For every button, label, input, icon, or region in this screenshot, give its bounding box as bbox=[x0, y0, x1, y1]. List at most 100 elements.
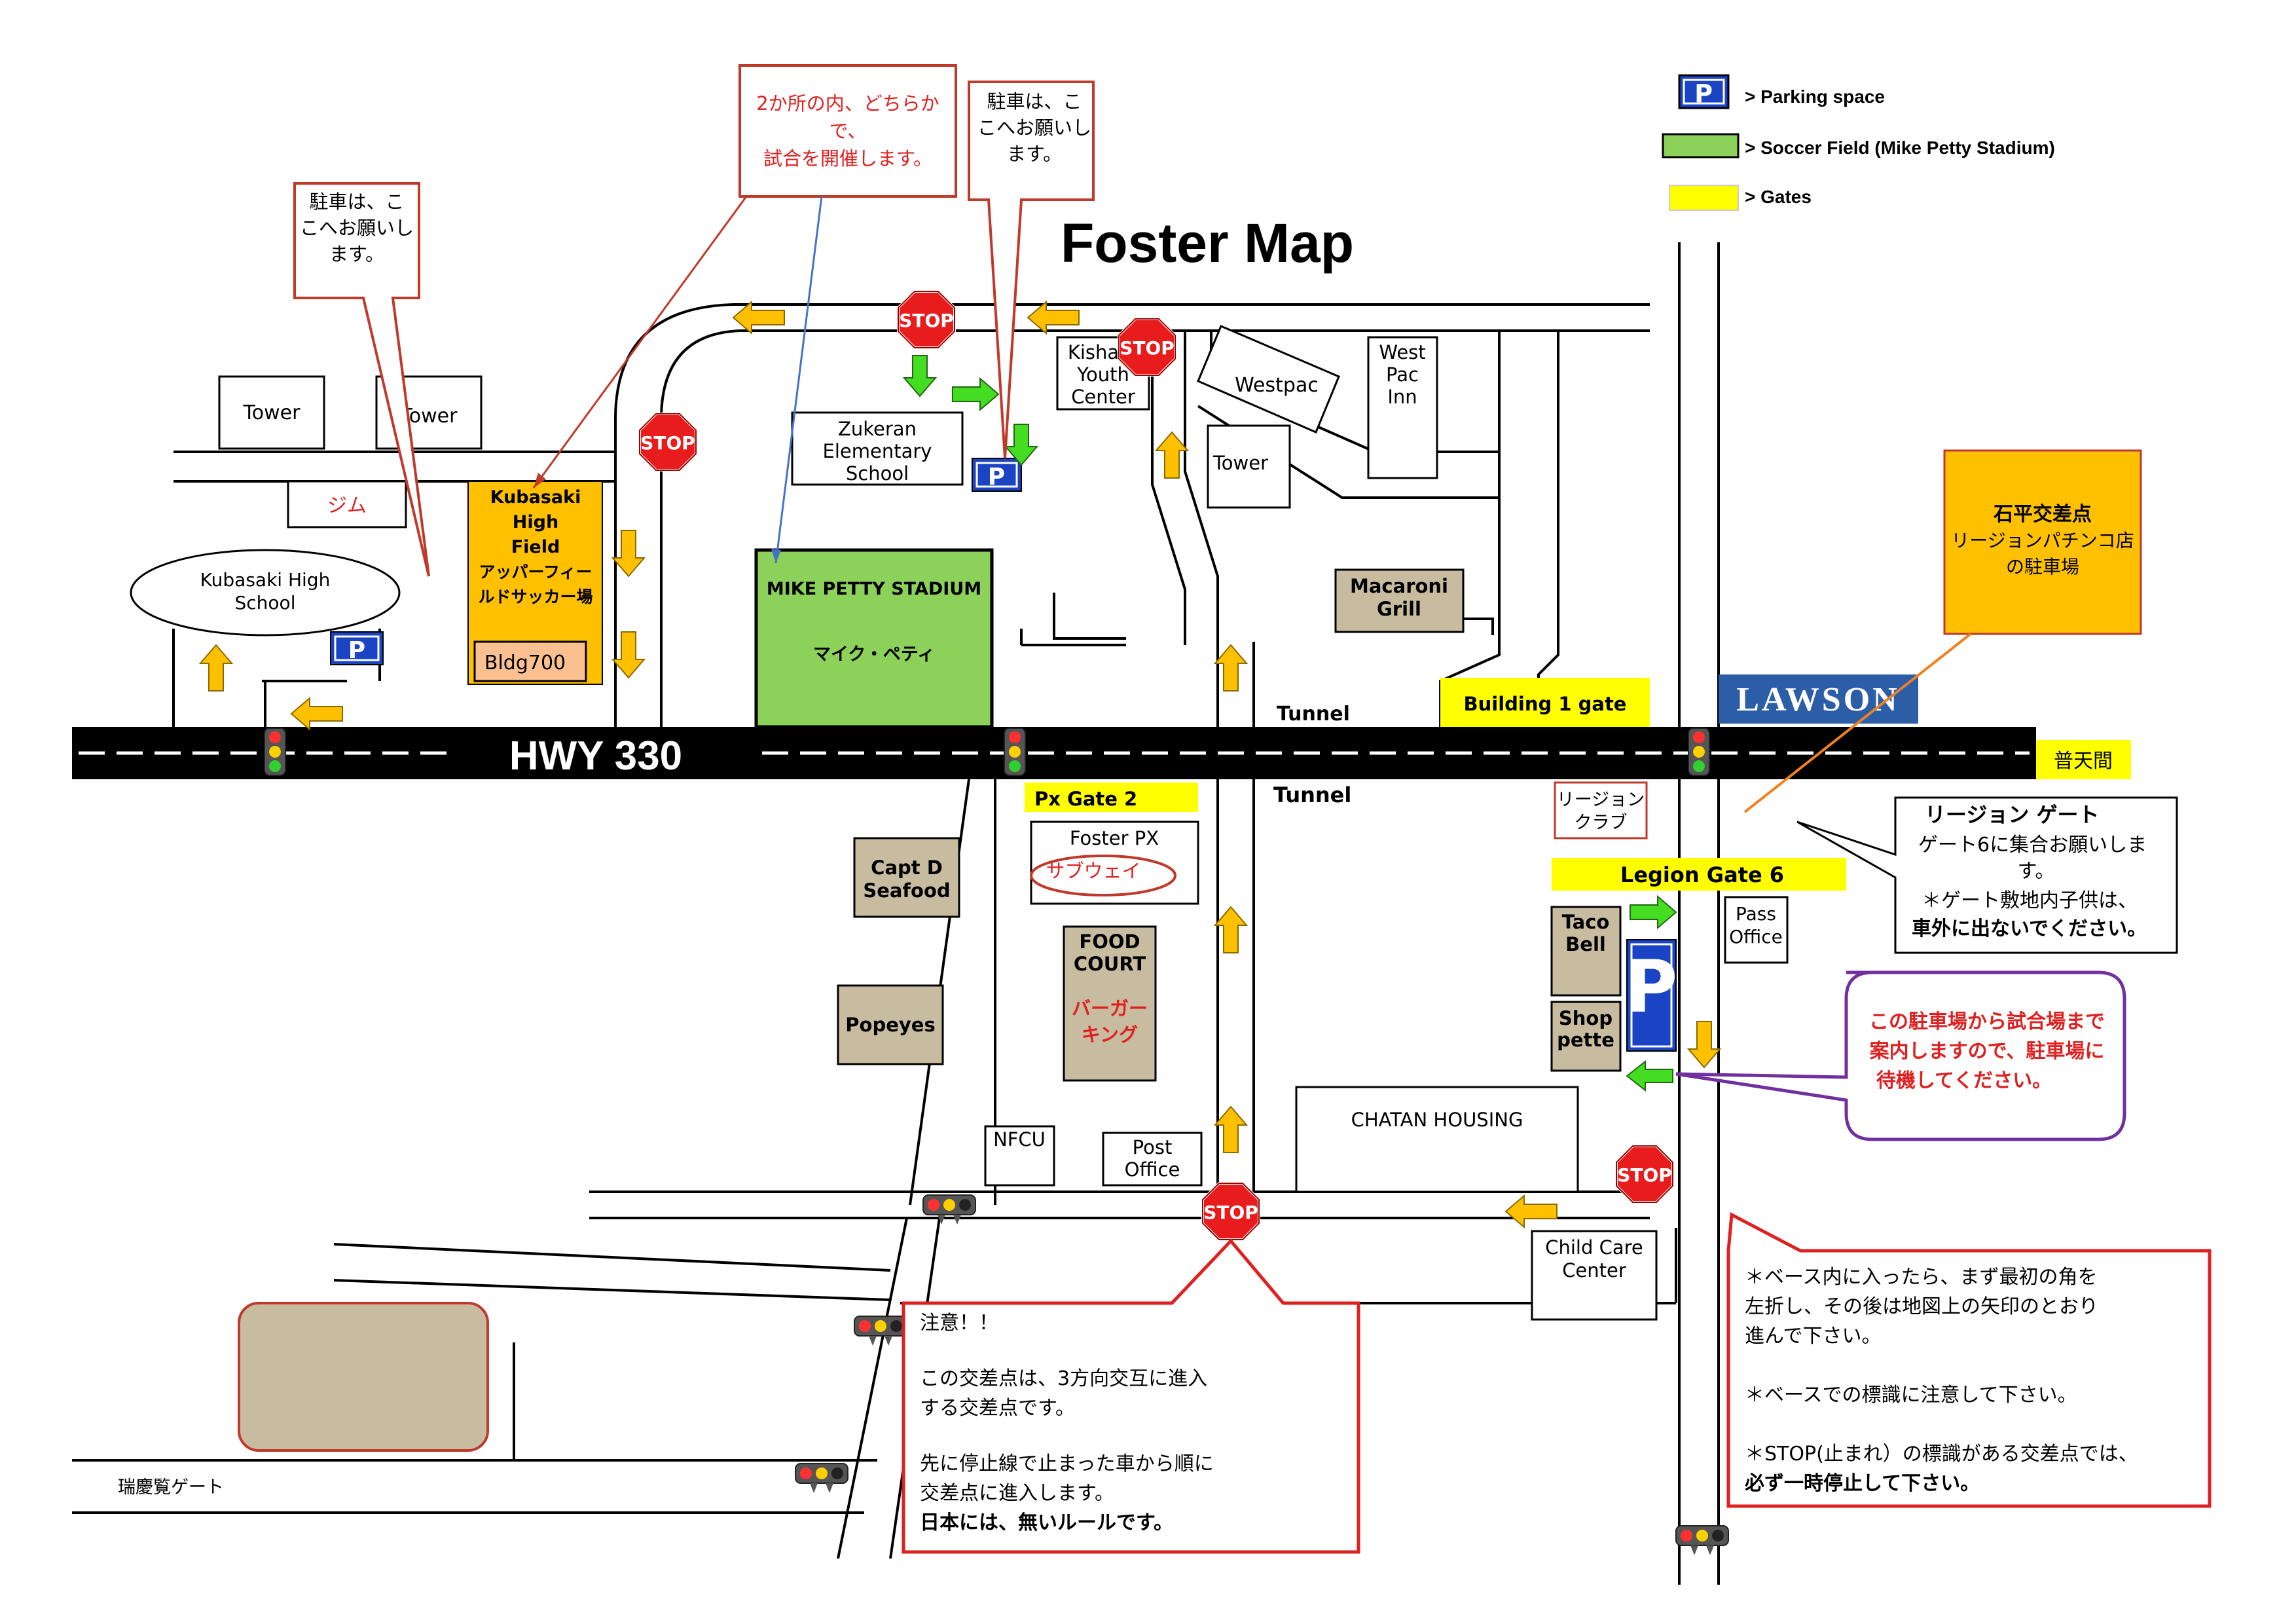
zukeran-gate-label: 瑞慶覧ゲート bbox=[118, 1477, 224, 1498]
lawson-sign: LAWSON bbox=[1719, 674, 1918, 724]
svg-text:STOP: STOP bbox=[1617, 1164, 1672, 1186]
svg-text:STOP: STOP bbox=[1120, 337, 1175, 359]
svg-text:Office: Office bbox=[1125, 1158, 1180, 1181]
svg-text:Bell: Bell bbox=[1565, 933, 1606, 955]
svg-text:試合を開催します。: 試合を開催します。 bbox=[763, 147, 932, 170]
futenma-label: 普天間 bbox=[2054, 750, 2113, 773]
callout-stadium-choice: 2か所の内、どちらか で、 試合を開催します。 bbox=[532, 64, 957, 564]
svg-text:Tower: Tower bbox=[1212, 452, 1268, 474]
pass-office: Pass Office bbox=[1724, 896, 1789, 964]
shoppette: Shop pette bbox=[1550, 1001, 1622, 1072]
legend-gates-swatch bbox=[1669, 185, 1739, 211]
svg-text:ルドサッカー場: ルドサッカー場 bbox=[478, 587, 592, 606]
svg-text:P: P bbox=[1625, 945, 1678, 1029]
svg-text:＊STOP(止まれ）の標識がある交差点では、: ＊STOP(止まれ）の標識がある交差点では、 bbox=[1745, 1443, 2138, 1466]
svg-text:駐車は、こ: 駐車は、こ bbox=[309, 191, 404, 213]
legend-parking-icon: P bbox=[1694, 79, 1713, 108]
svg-text:Grill: Grill bbox=[1377, 598, 1421, 620]
svg-text:School: School bbox=[235, 592, 296, 614]
page-title: Foster Map bbox=[1061, 212, 1354, 274]
svg-text:pette: pette bbox=[1557, 1029, 1614, 1051]
svg-text:MIKE PETTY STADIUM: MIKE PETTY STADIUM bbox=[767, 579, 981, 599]
svg-text:Zukeran: Zukeran bbox=[838, 418, 917, 440]
svg-text:LAWSON: LAWSON bbox=[1736, 681, 1899, 718]
macaroni-grill: Macaroni Grill bbox=[1334, 568, 1465, 633]
legend-soccer-label: > Soccer Field (Mike Petty Stadium) bbox=[1745, 138, 2055, 158]
svg-text:Westpac: Westpac bbox=[1235, 374, 1319, 397]
svg-text:STOP: STOP bbox=[640, 432, 695, 454]
gym: ジム bbox=[287, 480, 407, 528]
tower-left-1: Tower bbox=[218, 375, 325, 450]
callout-parking-center: 駐車は、こ こへお願いし ます。 bbox=[968, 81, 1095, 459]
svg-text:キング: キング bbox=[1082, 1024, 1138, 1046]
svg-text:こへお願いし: こへお願いし bbox=[977, 117, 1091, 139]
callout-ishihira: 石平交差点 リージョンパチンコ店 の駐車場 bbox=[1743, 449, 2142, 813]
svg-text:案内しますので、駐車場に: 案内しますので、駐車場に bbox=[1870, 1040, 2105, 1063]
svg-text:クラブ: クラブ bbox=[1575, 813, 1628, 833]
food-court: FOOD COURT バーガー キング bbox=[1063, 925, 1157, 1082]
svg-text:マイク・ペティ: マイク・ペティ bbox=[813, 644, 935, 665]
svg-text:先に停止線で止まった車から順に: 先に停止線で止まった車から順に bbox=[920, 1452, 1214, 1475]
taco-bell: Taco Bell bbox=[1550, 906, 1622, 997]
svg-text:Elementary: Elementary bbox=[823, 440, 932, 462]
svg-text:注意！！: 注意！！ bbox=[920, 1312, 998, 1335]
building1-gate: Building 1 gate bbox=[1440, 678, 1650, 727]
svg-text:Capt D: Capt D bbox=[871, 857, 943, 879]
callout-caution: 注意！！ この交差点は、3方向交互に進入 する交差点です。 先に停止線で止まった… bbox=[902, 1238, 1360, 1554]
highway-330: HWY 330 普天間 bbox=[72, 727, 2131, 779]
svg-text:Macaroni: Macaroni bbox=[1350, 575, 1448, 597]
tunnel-bottom-label: Tunnel bbox=[1273, 783, 1351, 807]
svg-text:ます。: ます。 bbox=[329, 243, 384, 265]
stop-sign-5: STOP bbox=[1615, 1145, 1674, 1204]
svg-text:Inn: Inn bbox=[1387, 386, 1417, 408]
stop-sign-4: STOP bbox=[1201, 1182, 1260, 1241]
tan-lot bbox=[238, 1302, 489, 1452]
svg-text:CHATAN HOUSING: CHATAN HOUSING bbox=[1351, 1109, 1523, 1131]
parking-icon-center: P bbox=[972, 458, 1022, 492]
callout-legion-gate: リージョン ゲート ゲート6に集合お願いしま す。 ＊ゲート敷地内子供は、 車外… bbox=[1796, 796, 2178, 954]
callout-guide: この駐車場から試合場まで 案内しますので、駐車場に 待機してください。 bbox=[1675, 970, 2126, 1141]
zukeran-elementary: Zukeran Elementary School bbox=[791, 411, 964, 486]
legion-club: リージョン クラブ bbox=[1554, 781, 1648, 840]
svg-text:Shop: Shop bbox=[1559, 1007, 1613, 1029]
svg-text:High: High bbox=[513, 512, 558, 532]
subway-label: サブウェイ bbox=[1046, 860, 1140, 882]
svg-text:待機してください。: 待機してください。 bbox=[1876, 1069, 2052, 1092]
svg-text:Field: Field bbox=[511, 537, 560, 557]
tower-center: Tower bbox=[1207, 424, 1291, 509]
svg-text:NFCU: NFCU bbox=[993, 1128, 1046, 1151]
svg-text:アッパーフィー: アッパーフィー bbox=[479, 563, 592, 581]
parking-icon-legion: P bbox=[1625, 939, 1678, 1052]
svg-text:交差点に進入します。: 交差点に進入します。 bbox=[920, 1482, 1114, 1505]
svg-text:こへお願いし: こへお願いし bbox=[300, 217, 414, 239]
svg-text:2か所の内、どちらか: 2か所の内、どちらか bbox=[756, 92, 939, 115]
svg-text:Child Care: Child Care bbox=[1545, 1236, 1643, 1259]
svg-text:School: School bbox=[846, 462, 909, 485]
svg-text:で、: で、 bbox=[829, 120, 867, 142]
chatan-housing: CHATAN HOUSING bbox=[1295, 1086, 1579, 1193]
svg-text:Seafood: Seafood bbox=[863, 879, 950, 902]
svg-text:Kisha: Kisha bbox=[1068, 341, 1119, 363]
legend: P > Parking space > Soccer Field (Mike P… bbox=[1662, 74, 2055, 211]
callout-parking-left: 駐車は、こ こへお願いし ます。 bbox=[293, 182, 430, 577]
svg-text:の駐車場: の駐車場 bbox=[2006, 556, 2079, 578]
svg-text:この駐車場から試合場まで: この駐車場から試合場まで bbox=[1869, 1010, 2105, 1033]
svg-text:STOP: STOP bbox=[899, 310, 954, 331]
svg-text:Px Gate 2: Px Gate 2 bbox=[1034, 788, 1137, 810]
futenma-sign bbox=[2036, 740, 2131, 779]
svg-text:Tower: Tower bbox=[243, 401, 301, 424]
parking-icon-left: P bbox=[330, 631, 384, 665]
svg-text:する交差点です。: する交差点です。 bbox=[920, 1397, 1075, 1420]
svg-text:STOP: STOP bbox=[1203, 1202, 1258, 1223]
svg-text:ゲート6に集合お願いしま: ゲート6に集合お願いしま bbox=[1918, 834, 2147, 857]
child-care-center: Child Care Center bbox=[1531, 1230, 1658, 1321]
svg-text:Bldg700: Bldg700 bbox=[484, 652, 566, 674]
svg-text:Building 1 gate: Building 1 gate bbox=[1464, 693, 1627, 715]
svg-text:駐車は、こ: 駐車は、こ bbox=[987, 90, 1082, 113]
svg-text:リージョン: リージョン bbox=[1557, 790, 1645, 810]
capt-d-seafood: Capt D Seafood bbox=[853, 837, 960, 918]
legend-parking-label: > Parking space bbox=[1745, 86, 1885, 107]
highway-label: HWY 330 bbox=[509, 733, 682, 779]
svg-text:Post: Post bbox=[1133, 1136, 1173, 1158]
svg-text:左折し、その後は地図上の矢印のとおり: 左折し、その後は地図上の矢印のとおり bbox=[1745, 1295, 2098, 1318]
